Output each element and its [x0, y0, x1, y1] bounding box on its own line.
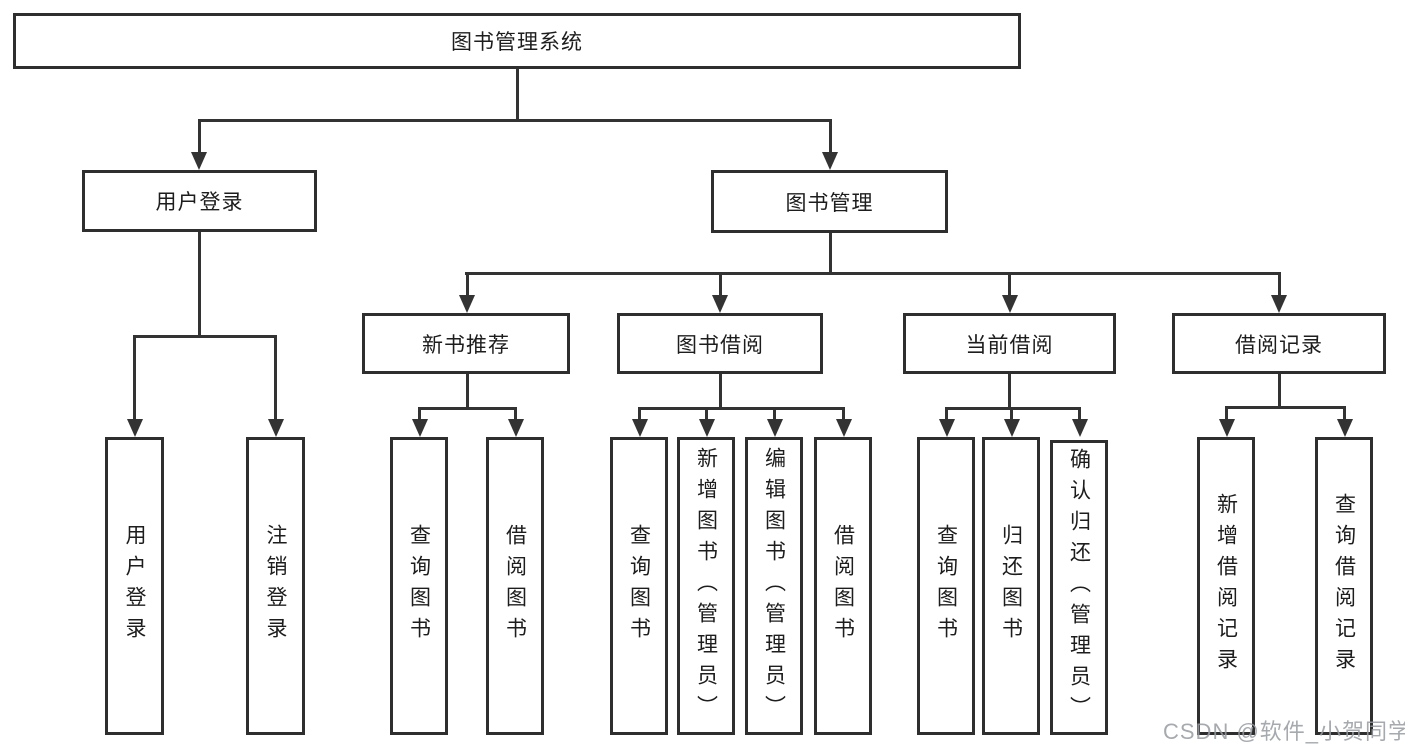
connector-current-to-confirm	[1078, 407, 1081, 420]
node-book-manage-label: 图书管理	[785, 191, 874, 215]
arrowhead-to-manage	[822, 152, 838, 170]
arrowhead-cur-confirm	[1071, 419, 1088, 437]
leaf-borrow-borrow-books: 借阅图书	[814, 437, 872, 735]
connector-records-stem	[1277, 374, 1281, 407]
node-user-login: 用户登录	[82, 170, 317, 232]
connector-manage-to-borrow	[718, 272, 722, 296]
leaf-current-query-books-label: 查询图书	[934, 524, 958, 648]
arrowhead-log-add	[1218, 419, 1235, 437]
connector-root-to-login	[197, 119, 201, 153]
leaf-records-add-record: 新增借阅记录	[1197, 437, 1255, 735]
leaf-borrow-edit-books-admin-label: 编辑图书（管理员）	[762, 446, 786, 726]
connector-root-branch	[197, 119, 832, 122]
leaf-recommend-query-books-label: 查询图书	[407, 524, 431, 648]
node-book-borrow-label: 图书借阅	[676, 333, 764, 357]
connector-login-branch	[133, 335, 277, 338]
leaf-current-return-books: 归还图书	[982, 437, 1040, 735]
arrowhead-recommend	[459, 295, 475, 313]
node-current-borrow-label: 当前借阅	[965, 333, 1054, 357]
arrowhead-to-login	[191, 152, 207, 170]
node-borrow-records: 借阅记录	[1172, 313, 1386, 374]
arrowhead-cur-query	[938, 419, 955, 437]
leaf-current-query-books: 查询图书	[917, 437, 975, 735]
connector-manage-branch	[465, 272, 1280, 275]
node-borrow-records-label: 借阅记录	[1235, 333, 1323, 357]
connector-recommend-to-borrow	[514, 407, 517, 420]
leaf-logout: 注销登录	[246, 437, 305, 735]
node-root-label: 图书管理系统	[451, 31, 583, 54]
arrowhead-log-query	[1336, 419, 1353, 437]
connector-current-stem	[1008, 374, 1011, 407]
connector-current-to-return	[1010, 407, 1013, 420]
arrowhead-bor-add	[698, 419, 715, 437]
node-user-login-label: 用户登录	[155, 191, 244, 214]
arrowhead-bor-query	[631, 419, 648, 437]
leaf-current-return-books-label: 归还图书	[999, 524, 1023, 648]
leaf-recommend-query-books: 查询图书	[390, 437, 448, 735]
connector-borrow-to-edit	[773, 407, 776, 420]
leaf-recommend-borrow-books-label: 借阅图书	[503, 524, 527, 648]
connector-borrow-to-query	[638, 407, 641, 420]
connector-recommend-stem	[465, 374, 469, 408]
leaf-current-confirm-return-admin: 确认归还（管理员）	[1050, 440, 1108, 735]
connector-borrow-stem	[718, 374, 722, 407]
node-book-borrow: 图书借阅	[617, 313, 823, 374]
watermark-text: CSDN @软件_小贺同学	[1163, 719, 1405, 744]
leaf-borrow-edit-books-admin: 编辑图书（管理员）	[745, 437, 803, 735]
arrowhead-records	[1271, 295, 1287, 313]
node-new-book-recommend-label: 新书推荐	[422, 333, 510, 357]
connector-records-to-add	[1225, 406, 1228, 420]
node-root: 图书管理系统	[13, 13, 1021, 69]
connector-login-to-logout	[274, 335, 277, 420]
leaf-borrow-query-books-label: 查询图书	[627, 524, 651, 648]
node-new-book-recommend: 新书推荐	[362, 313, 570, 374]
connector-recommend-branch	[418, 407, 517, 410]
arrowhead-login-user	[126, 419, 143, 437]
arrowhead-bor-edit	[766, 419, 783, 437]
connector-manage-stem	[828, 233, 832, 272]
arrowhead-borrow	[712, 295, 728, 313]
connector-manage-to-records	[1277, 272, 1281, 296]
leaf-records-query-record-label: 查询借阅记录	[1332, 493, 1356, 679]
leaf-user-login-label: 用户登录	[123, 524, 146, 648]
leaf-current-confirm-return-admin-label: 确认归还（管理员）	[1067, 448, 1091, 727]
connector-records-to-query	[1343, 406, 1346, 420]
arrowhead-rec-borrow	[507, 419, 524, 437]
arrowhead-cur-return	[1003, 419, 1020, 437]
connector-login-stem	[197, 232, 201, 336]
leaf-logout-label: 注销登录	[264, 524, 287, 648]
arrowhead-current	[1001, 295, 1018, 313]
leaf-borrow-add-books-admin-label: 新增图书（管理员）	[694, 446, 718, 726]
connector-records-branch	[1225, 406, 1346, 409]
connector-manage-to-current	[1008, 272, 1011, 296]
connector-root-stem	[515, 66, 519, 119]
leaf-borrow-add-books-admin: 新增图书（管理员）	[677, 437, 735, 735]
connector-root-to-manage	[828, 119, 832, 153]
leaf-borrow-borrow-books-label: 借阅图书	[831, 524, 855, 648]
leaf-recommend-borrow-books: 借阅图书	[486, 437, 544, 735]
connector-login-to-user	[133, 335, 136, 420]
connector-borrow-to-add	[705, 407, 708, 420]
leaf-records-add-record-label: 新增借阅记录	[1214, 493, 1238, 679]
node-book-manage: 图书管理	[711, 170, 948, 233]
node-current-borrow: 当前借阅	[903, 313, 1116, 374]
arrowhead-bor-borrow	[835, 419, 852, 437]
connector-manage-to-recommend	[465, 272, 469, 296]
leaf-records-query-record: 查询借阅记录	[1315, 437, 1373, 735]
connector-current-branch	[945, 407, 1081, 410]
connector-borrow-branch	[638, 407, 845, 410]
arrowhead-rec-query	[411, 419, 428, 437]
connector-recommend-to-query	[418, 407, 421, 420]
arrowhead-login-logout	[267, 419, 284, 437]
connector-current-to-query	[945, 407, 948, 420]
leaf-borrow-query-books: 查询图书	[610, 437, 668, 735]
connector-borrow-to-borrow	[842, 407, 845, 420]
leaf-user-login: 用户登录	[105, 437, 164, 735]
